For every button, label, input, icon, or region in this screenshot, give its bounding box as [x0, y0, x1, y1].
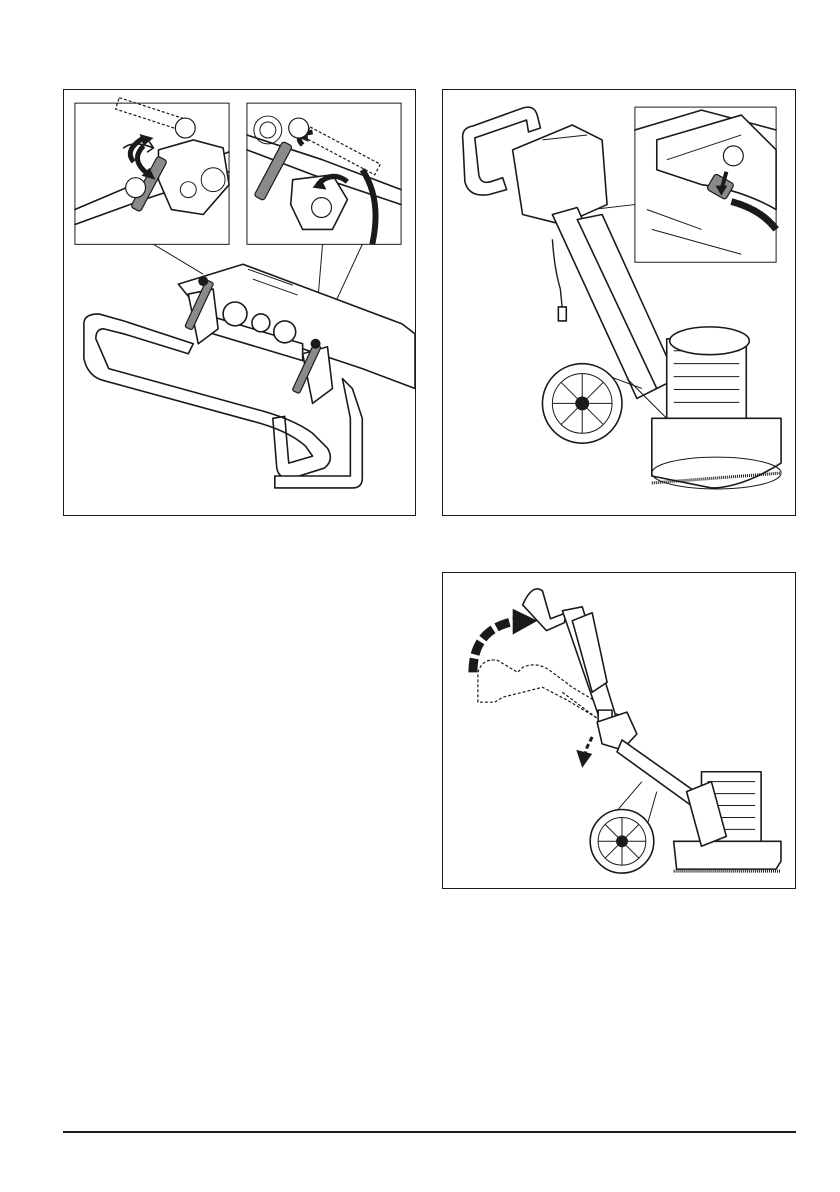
fold-arrow — [473, 609, 538, 673]
inset-right-lever — [247, 116, 401, 244]
handle-upright — [523, 589, 617, 726]
callout-b — [126, 178, 146, 198]
callout-a — [175, 118, 195, 138]
inset-cable-plug — [635, 110, 776, 254]
figure-cable-connect — [442, 89, 796, 516]
callout-d — [312, 198, 332, 218]
inset-left-lever — [75, 98, 229, 225]
figure-handle-fold — [442, 572, 796, 889]
callout-c — [289, 118, 309, 138]
handle-clamp-illustration — [64, 90, 415, 515]
page-cut-marks — [0, 1186, 160, 1192]
cable-connect-illustration — [443, 90, 795, 515]
grinder-body — [590, 712, 781, 873]
callout-e — [723, 146, 743, 166]
footer-rule — [63, 1131, 796, 1133]
figure-handle-clamps — [63, 89, 416, 516]
handle-fold-illustration — [443, 573, 795, 888]
down-arrow — [576, 737, 592, 768]
